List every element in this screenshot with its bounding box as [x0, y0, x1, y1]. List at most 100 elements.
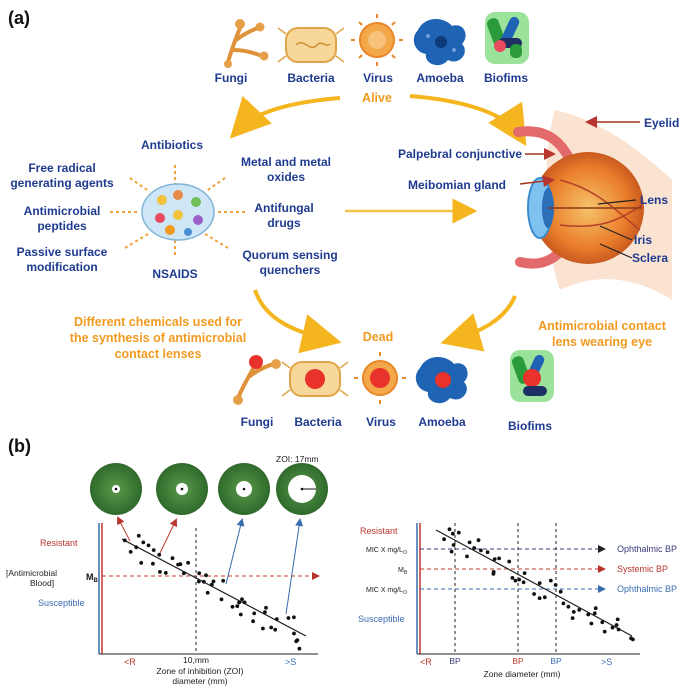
virus-icon	[351, 14, 403, 66]
right-scatter-point	[507, 559, 512, 564]
right-tick-bp2: BP	[512, 656, 524, 666]
left-scatter-point	[238, 612, 243, 617]
arrow-alive-to-eye	[409, 94, 527, 147]
right-scatter-point	[586, 612, 591, 617]
amoeba-icon	[413, 19, 466, 66]
label-nsaids: NSAIDS	[152, 267, 197, 281]
label-antifungal-1: Antifungal	[254, 201, 313, 215]
right-ophthalmic-bp-bottom: Ophthalmic BP	[617, 584, 677, 594]
disc-1	[90, 463, 142, 515]
left-scatter-point	[263, 610, 267, 614]
chemicals-caption: Different chemicals used for the synthes…	[70, 315, 246, 361]
left-scatter-point	[242, 600, 247, 605]
dead-label: Dead	[363, 330, 394, 344]
arrow-chemicals-to-dead	[253, 289, 342, 354]
right-scatter-point	[485, 550, 490, 555]
alive-label: Alive	[362, 91, 392, 105]
left-xlabel-2: diameter (mm)	[172, 676, 227, 686]
chemical-labels: Antibiotics Free radical generating agen…	[10, 138, 337, 281]
alive-labels: Fungi Bacteria Virus Amoeba Biofims Aliv…	[215, 71, 529, 105]
left-scatter-point	[204, 573, 208, 578]
disc-pointers	[117, 516, 304, 615]
right-scatter-point	[615, 617, 620, 622]
chemicals-caption-line-1: Different chemicals used for	[74, 315, 242, 329]
right-scatter-point	[537, 596, 542, 601]
dead-labels: Fungi Bacteria Virus Amoeba Biofims	[241, 415, 553, 433]
eye-caption-line-1: Antimicrobial contact	[538, 319, 667, 333]
left-scatter-point	[146, 543, 151, 548]
right-scatter-point	[577, 608, 582, 612]
right-chart: Resistant MIC X mg/LO MB MIC X mg/LO Sus…	[358, 523, 677, 679]
label-sclera: Sclera	[632, 251, 668, 265]
left-scatter-point	[151, 548, 156, 552]
alive-amoeba-label: Amoeba	[416, 71, 464, 85]
left-m-label: MB	[86, 572, 99, 584]
disc-3	[218, 463, 270, 515]
right-scatter-point	[566, 604, 571, 609]
arrow-eye-to-dead	[440, 295, 517, 352]
left-scatter-point	[273, 627, 278, 632]
right-xlabel: Zone diameter (mm)	[484, 669, 561, 679]
left-ylabel-2: Blood]	[30, 578, 54, 588]
label-quorum-2: quenchers	[260, 263, 321, 277]
right-scatter-points	[442, 527, 635, 642]
left-susceptible-label: Susceptible	[38, 598, 85, 608]
left-scatter-point	[157, 552, 162, 557]
right-scatter-point	[497, 556, 501, 561]
left-scatter-point	[261, 626, 265, 631]
right-scatter-point	[451, 543, 456, 547]
left-scatter-point	[197, 571, 202, 576]
left-tick-r: <R	[124, 657, 136, 667]
left-xlabel-1: Zone of inhibition (ZOI)	[157, 666, 244, 676]
dead-biofilm-icon	[510, 350, 554, 402]
left-scatter-point	[186, 560, 191, 565]
dead-biofilm-label: Biofims	[508, 419, 552, 433]
dead-virus-icon	[354, 352, 406, 404]
panel-b-tag: (b)	[8, 436, 31, 456]
right-scatter-point	[532, 592, 536, 596]
right-ophthalmic-bp-top: Ophthalmic BP	[617, 544, 677, 554]
label-palpebral: Palpebral conjunctive	[398, 147, 522, 161]
left-scatter-point	[240, 597, 244, 602]
left-scatter-point	[136, 533, 141, 538]
eye-label-pointers	[519, 116, 640, 259]
left-scatter-points	[122, 533, 302, 651]
label-meibomian: Meibomian gland	[408, 178, 506, 192]
left-tick-s: >S	[285, 657, 296, 667]
label-quorum-1: Quorum sensing	[242, 248, 337, 262]
chemicals-caption-line-2: the synthesis of antimicrobial	[70, 331, 246, 345]
right-scatter-point	[537, 581, 542, 585]
right-m-label: MB	[398, 567, 408, 576]
right-scatter-point	[479, 548, 483, 553]
fungi-icon	[224, 19, 269, 68]
right-scatter-point	[442, 537, 446, 542]
left-scatter-point	[139, 561, 144, 565]
label-lens: Lens	[640, 193, 668, 207]
right-scatter-point	[517, 577, 522, 582]
right-scatter-point	[589, 621, 594, 626]
lens-chemical-hub	[110, 165, 245, 258]
right-scatter-point	[467, 540, 472, 545]
alive-virus-label: Virus	[363, 71, 393, 85]
right-scatter-point	[447, 527, 452, 532]
right-scatter-point	[449, 549, 454, 554]
right-mic-top-label: MIC X mg/LO	[366, 547, 407, 556]
left-tick-10mm: 10,mm	[183, 655, 209, 665]
left-scatter-point	[151, 561, 155, 566]
right-scatter-point	[616, 627, 621, 632]
right-scatter-point	[492, 557, 497, 561]
alive-fungi-label: Fungi	[215, 71, 248, 85]
right-scatter-point	[570, 616, 575, 620]
label-passive-2: modification	[26, 260, 97, 274]
right-scatter-point	[522, 571, 527, 575]
right-scatter-point	[472, 546, 477, 550]
right-tick-s: >S	[601, 657, 612, 667]
right-scatter-point	[476, 538, 481, 543]
right-scatter-point	[602, 629, 607, 634]
label-antibiotics: Antibiotics	[141, 138, 203, 152]
right-tick-bp1: BP	[449, 656, 461, 666]
right-tick-bp3: BP	[550, 656, 562, 666]
left-scatter-point	[122, 538, 127, 543]
left-scatter-point	[196, 579, 201, 584]
alive-bacteria-label: Bacteria	[287, 71, 335, 85]
